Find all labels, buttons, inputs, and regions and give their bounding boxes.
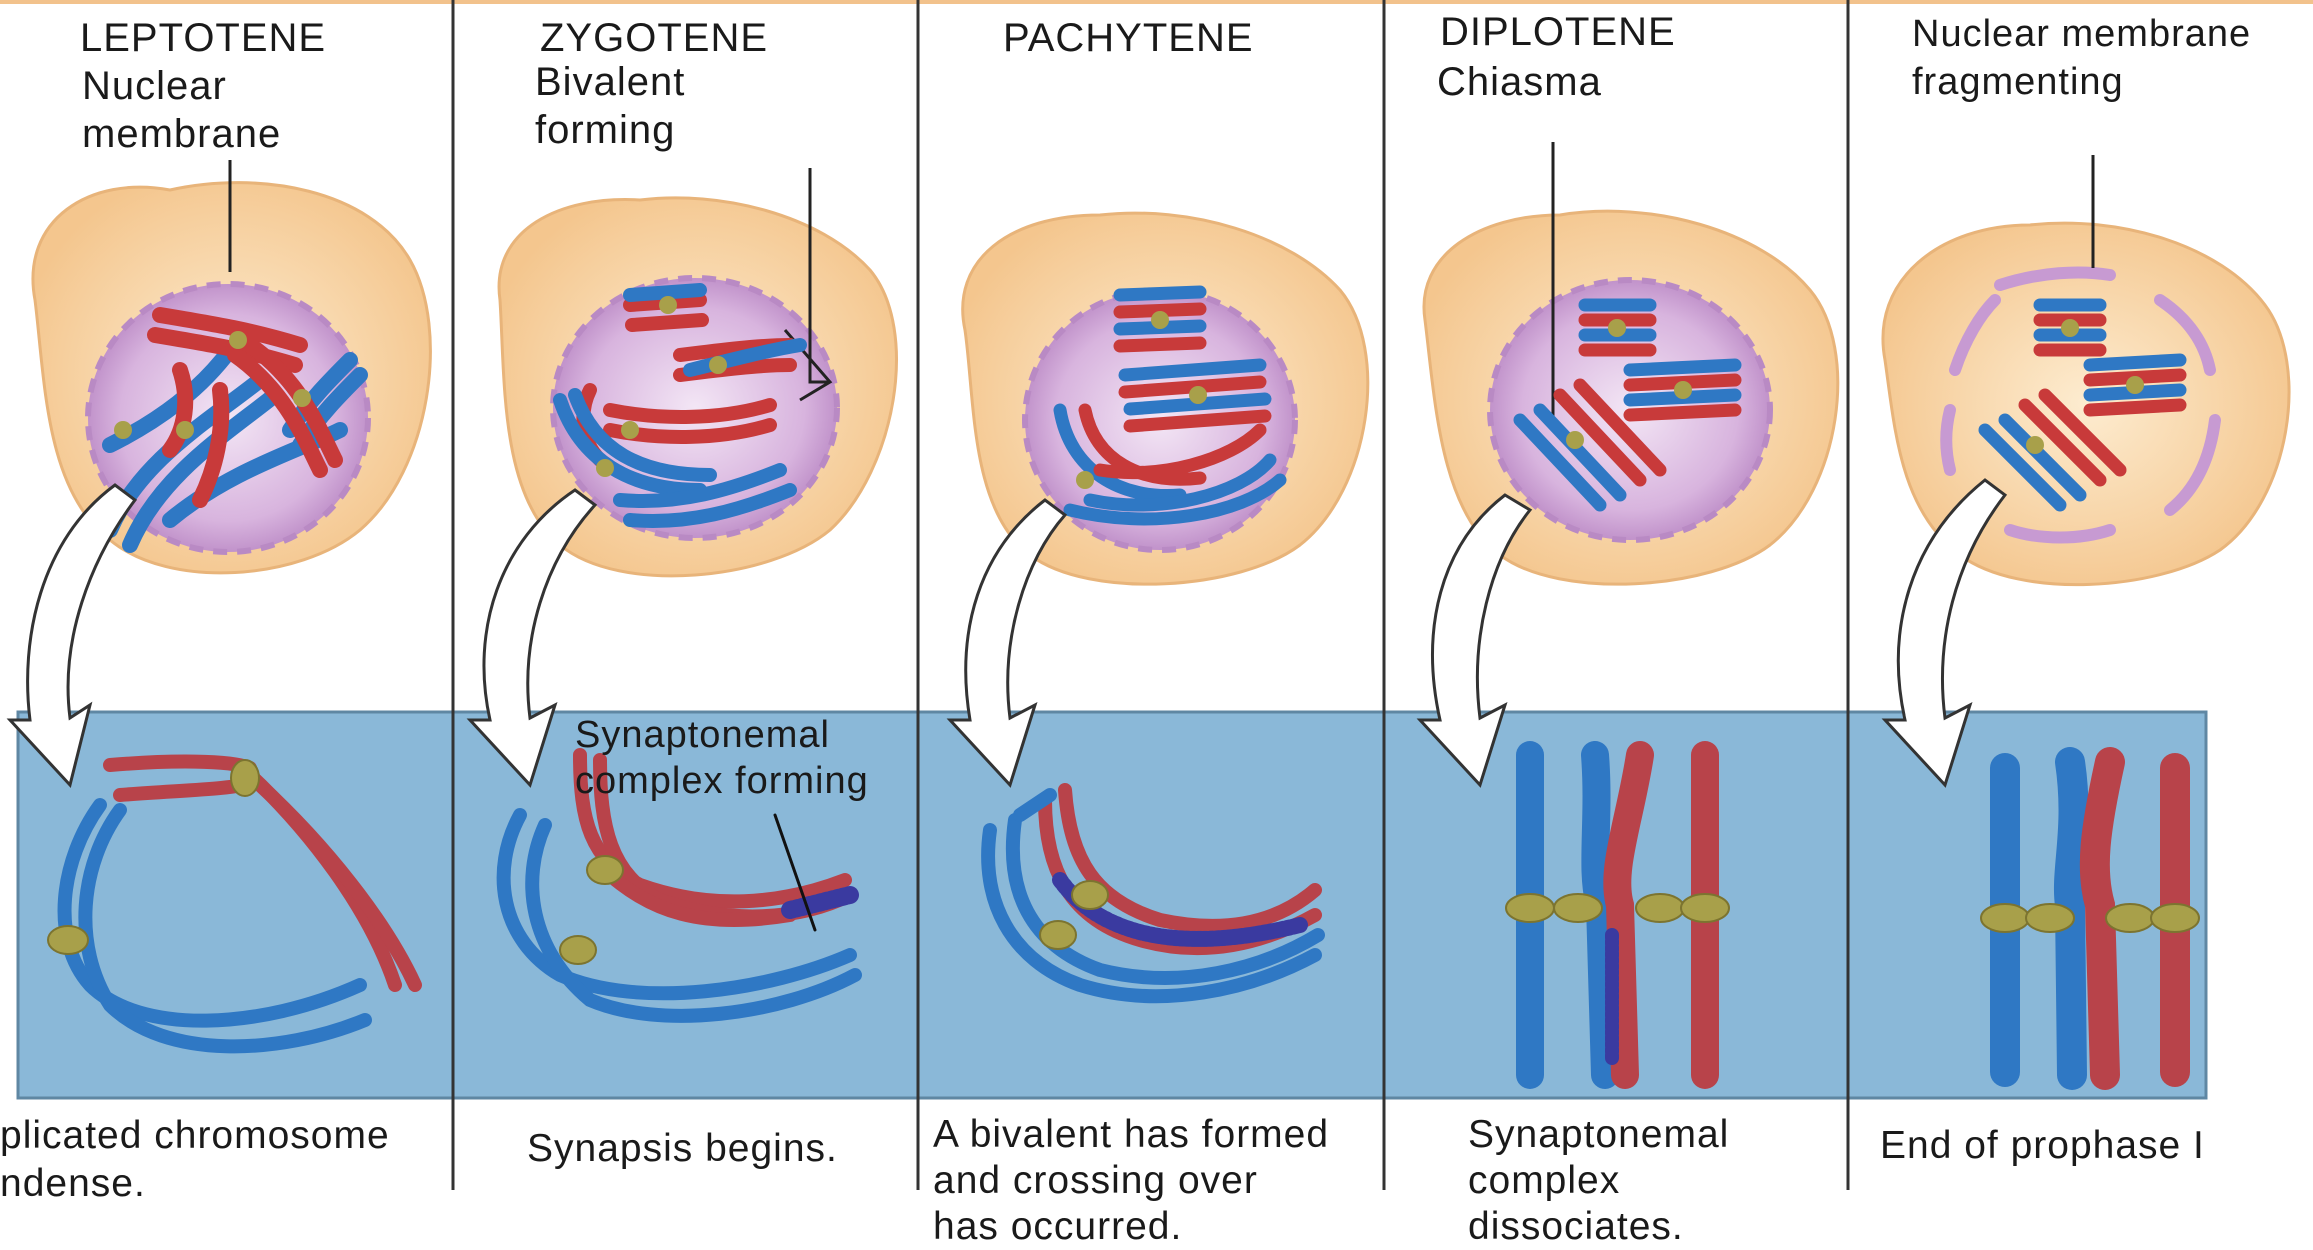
label-chiasma: Chiasma (1437, 58, 1602, 106)
title-leptotene: LEPTOTENE (80, 14, 326, 62)
title-zygotene: ZYGOTENE (540, 14, 768, 62)
label-bivalent-forming: Bivalent forming (535, 58, 685, 154)
title-pachytene: PACHYTENE (1003, 14, 1254, 62)
cell-diplotene (1420, 142, 1838, 785)
title-diplotene: DIPLOTENE (1440, 8, 1676, 56)
caption-pachytene: A bivalent has formed and crossing over … (933, 1112, 1329, 1250)
detail-end-prophase (1981, 762, 2199, 1075)
caption-leptotene: plicated chromosome ndense. (0, 1112, 390, 1208)
cell-zygotene (470, 168, 896, 785)
top-rule (0, 0, 2313, 4)
caption-zygotene: Synapsis begins. (527, 1125, 838, 1173)
label-synaptonemal-forming: Synaptonemal complex forming (575, 712, 869, 804)
detail-diplotene (1506, 755, 1729, 1075)
label-nuclear-membrane-fragmenting: Nuclear membrane fragmenting (1912, 10, 2251, 106)
cell-pachytene (950, 213, 1368, 785)
cell-leptotene (10, 160, 430, 785)
caption-diplotene: Synaptonemal complex dissociates. (1468, 1112, 1729, 1250)
label-nuclear-membrane: Nuclear membrane (82, 62, 281, 158)
cell-end-prophase (1883, 155, 2289, 785)
caption-end-prophase: End of prophase I (1880, 1122, 2205, 1170)
